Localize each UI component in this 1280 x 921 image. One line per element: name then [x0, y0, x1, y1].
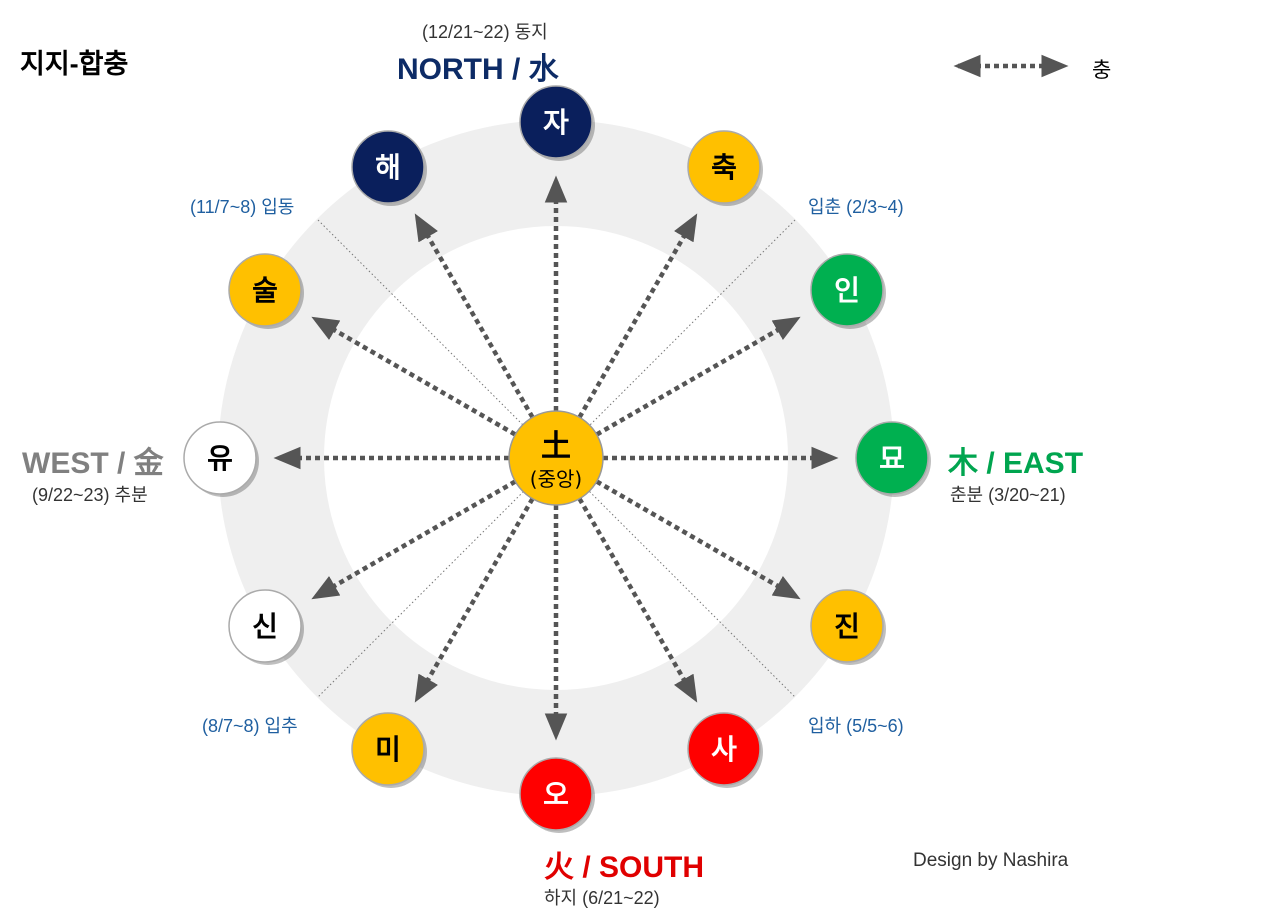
legend-label: 충	[1092, 59, 1112, 82]
clash-arrow	[414, 213, 548, 442]
season-ipdong: (11/7~8) 입동	[190, 197, 295, 217]
credit: Design by Nashira	[913, 850, 1069, 871]
node-label: 인	[834, 274, 860, 307]
west-label: WEST / 金	[22, 447, 164, 480]
season-ipchun: 입춘 (2/3~4)	[808, 197, 904, 217]
branch-node-오: 오	[519, 757, 595, 833]
east-date: 춘분 (3/20~21)	[950, 485, 1066, 505]
node-circle	[687, 130, 761, 204]
south-label: 火 / SOUTH	[544, 851, 705, 884]
node-label: 진	[834, 610, 860, 643]
clash-arrow	[414, 474, 548, 703]
node-circle	[519, 85, 593, 159]
node-label: 축	[711, 151, 737, 184]
season-ring	[218, 120, 894, 796]
south-date: 하지 (6/21~22)	[544, 888, 660, 908]
branch-node-미: 미	[351, 712, 427, 788]
branch-node-신: 신	[228, 589, 305, 665]
clash-arrow	[311, 316, 540, 450]
node-circle	[519, 757, 593, 831]
branch-node-인: 인	[810, 253, 886, 329]
clash-arrow	[311, 466, 540, 600]
branch-node-축: 축	[687, 130, 763, 207]
node-label: 해	[375, 151, 401, 184]
branch-node-진: 진	[810, 589, 886, 665]
clash-arrow	[564, 474, 698, 703]
node-circle	[810, 589, 884, 663]
node-label: 묘	[879, 442, 905, 475]
node-label: 술	[252, 274, 278, 307]
clash-arrow	[572, 316, 801, 450]
clash-arrow	[564, 213, 698, 442]
east-label: 木 / EAST	[948, 447, 1084, 480]
branch-node-사: 사	[687, 712, 763, 788]
node-circle	[228, 253, 302, 327]
north-label: NORTH / 水	[397, 53, 559, 86]
branch-node-자: 자	[519, 85, 595, 161]
branch-node-술: 술	[228, 253, 305, 329]
node-circle	[351, 712, 425, 786]
node-circle	[687, 712, 761, 786]
center-label: (중앙)	[530, 467, 582, 491]
node-circle	[183, 421, 257, 495]
node-circle	[810, 253, 884, 327]
node-label: 유	[207, 442, 233, 475]
season-ipchu: (8/7~8) 입추	[202, 716, 298, 736]
branch-node-묘: 묘	[855, 421, 931, 497]
node-circle	[351, 130, 425, 204]
node-circle	[228, 589, 302, 663]
branch-node-해: 해	[351, 130, 427, 207]
north-date: (12/21~22) 동지	[422, 22, 548, 42]
node-label: 오	[543, 778, 569, 811]
node-label: 사	[711, 733, 737, 766]
page-title: 지지-합충	[20, 49, 129, 79]
node-label: 미	[375, 733, 401, 766]
node-label: 자	[543, 106, 569, 139]
center-symbol: 土	[541, 429, 571, 464]
node-label: 신	[252, 610, 278, 643]
clash-arrow	[572, 466, 801, 600]
season-ipha: 입하 (5/5~6)	[808, 716, 904, 736]
node-circle	[855, 421, 929, 495]
center-circle	[508, 410, 604, 506]
west-date: (9/22~23) 추분	[32, 485, 148, 505]
branch-node-유: 유	[183, 421, 259, 497]
